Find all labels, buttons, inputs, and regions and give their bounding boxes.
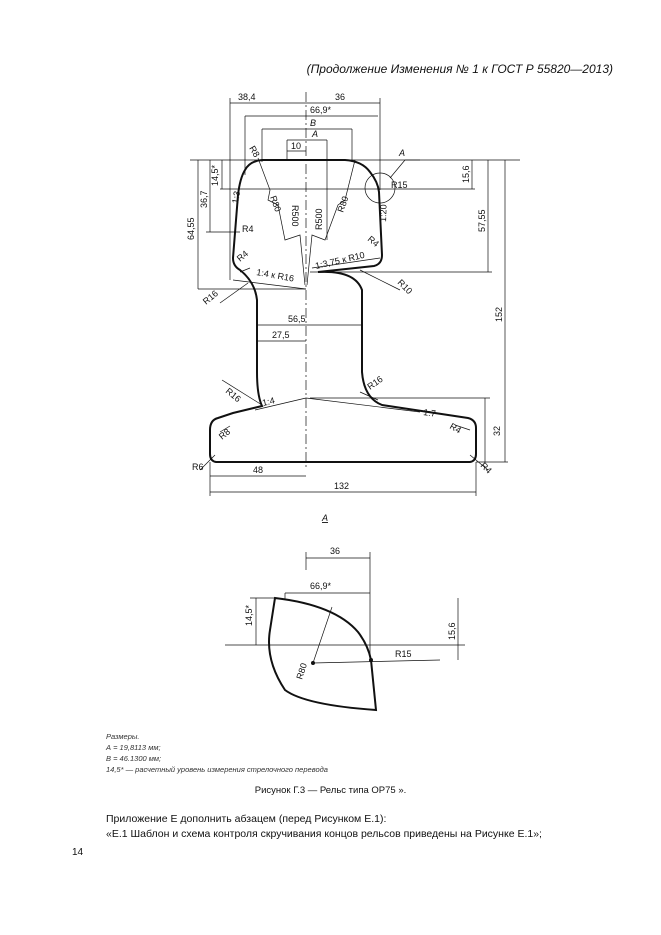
detail-dim-15-6: 15,6 [447, 622, 457, 640]
radius-r15: R15 [391, 180, 408, 190]
detail-radius-r15: R15 [395, 649, 412, 659]
dim-15-6: 15,6 [461, 165, 471, 183]
radius-r10: R10 [396, 277, 415, 296]
radius-r4-b: R4 [235, 248, 250, 263]
detail-a-title: A [321, 513, 328, 523]
radius-r4-a: R4 [242, 224, 254, 234]
dim-10: 10 [291, 141, 301, 151]
slope-1-7: 1:7 [423, 407, 437, 419]
paragraph-line-1: Приложение Е дополнить абзацем (перед Ри… [106, 813, 387, 825]
radius-r500-left: R500 [290, 205, 300, 227]
radius-r80-right: R80 [335, 195, 350, 214]
dim-56-5: 56,5 [288, 314, 306, 324]
dim-36-7: 36,7 [199, 190, 209, 208]
dim-14-5: 14,5* [210, 164, 220, 186]
radius-r4-c: R4 [366, 234, 381, 249]
radius-r16-b: R16 [224, 386, 243, 404]
dim-38-4: 38,4 [238, 92, 256, 102]
slope-1-4-r16: 1:4 к R16 [256, 267, 295, 283]
paragraph-line-2: «Е.1 Шаблон и схема контроля скручивания… [106, 828, 542, 840]
figure-caption: Рисунок Г.3 — Рельс типа ОР75 ». [254, 785, 407, 796]
radius-r4-e: R4 [479, 460, 494, 475]
dim-36: 36 [335, 92, 345, 102]
detail-radius-r80: R80 [294, 662, 309, 681]
detail-dim-66-9: 66,9* [310, 581, 332, 591]
figure-notes: Размеры. А = 19,8113 мм; В = 46.1300 мм;… [106, 731, 328, 775]
dim-32: 32 [492, 426, 502, 436]
detail-a-leader: A [398, 148, 405, 158]
dim-57-55: 57,55 [477, 209, 487, 232]
radius-r8: R8 [247, 144, 261, 159]
detail-a-outline [268, 596, 378, 712]
dim-64-55: 64,55 [186, 217, 196, 240]
radius-r4-d: R4 [448, 421, 463, 435]
note-14-5: 14,5* — расчетный уровень измерения стре… [106, 765, 328, 774]
slope-1-20: 1:20 [378, 204, 389, 222]
running-header: (Продолжение Изменения № 1 к ГОСТ Р 5582… [306, 62, 613, 76]
dim-27-5: 27,5 [272, 330, 290, 340]
notes-title: Размеры. [106, 732, 140, 741]
note-a: А = 19,8113 мм; [106, 743, 161, 752]
dim-a: A [311, 129, 318, 139]
dim-48: 48 [253, 465, 263, 475]
dim-152: 152 [494, 307, 504, 322]
slope-1-4: 1:4 [261, 395, 275, 408]
radius-r80-left: R80 [268, 194, 283, 213]
body-paragraph: Приложение Е дополнить абзацем (перед Ри… [106, 812, 542, 842]
note-b: В = 46.1300 мм; [106, 754, 162, 763]
page-number: 14 [72, 847, 84, 858]
radius-r500-right: R500 [314, 208, 324, 230]
radius-r16-c: R16 [365, 374, 384, 392]
detail-dim-14-5: 14,5* [244, 604, 254, 626]
radius-r8-base: R8 [217, 426, 232, 441]
radius-r16-a: R16 [201, 288, 220, 306]
slope-1-3: 1:3 [230, 190, 242, 204]
radius-r6: R6 [192, 462, 204, 472]
detail-dim-36: 36 [330, 546, 340, 556]
dim-132: 132 [334, 481, 349, 491]
dim-66-9: 66,9* [310, 105, 332, 115]
rail-profile-outline [209, 159, 477, 463]
dim-b: B [310, 118, 316, 128]
